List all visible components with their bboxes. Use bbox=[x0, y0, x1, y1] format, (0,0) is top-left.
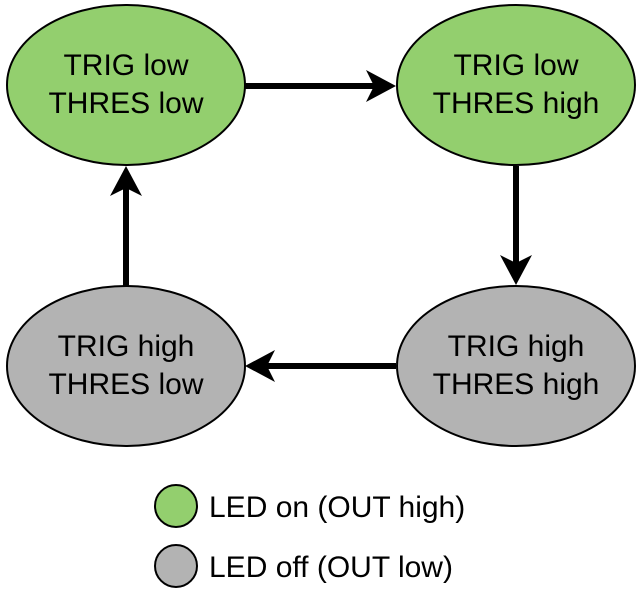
transitions bbox=[110, 70, 532, 382]
state-trig-high-thres-low: TRIG high THRES low bbox=[6, 285, 246, 447]
state-node-ellipse bbox=[6, 285, 246, 447]
state-label-line1: TRIG low bbox=[63, 49, 188, 82]
state-label-line1: TRIG high bbox=[448, 330, 585, 363]
state-label-line2: THRES low bbox=[48, 368, 203, 401]
legend-label-led-off: LED off (OUT low) bbox=[209, 551, 453, 584]
state-label-line2: THRES low bbox=[48, 87, 203, 120]
legend-swatch-led-off bbox=[154, 544, 198, 588]
state-trig-high-thres-high: TRIG high THRES high bbox=[396, 285, 636, 447]
arrowhead-right-top bbox=[366, 70, 396, 102]
legend: LED on (OUT high) LED off (OUT low) bbox=[154, 484, 465, 588]
state-node-ellipse bbox=[396, 285, 636, 447]
state-label-line1: TRIG high bbox=[58, 330, 195, 363]
legend-swatch-led-on bbox=[154, 484, 198, 528]
legend-item-led-on: LED on (OUT high) bbox=[154, 484, 465, 528]
legend-item-led-off: LED off (OUT low) bbox=[154, 544, 453, 588]
state-label-line2: THRES high bbox=[433, 368, 600, 401]
arrowhead-left-bottom bbox=[245, 350, 275, 382]
state-label-line2: THRES high bbox=[433, 87, 600, 120]
state-trig-low-thres-low: TRIG low THRES low bbox=[6, 4, 246, 166]
state-trig-low-thres-high: TRIG low THRES high bbox=[396, 4, 636, 166]
arrowhead-up-left bbox=[110, 166, 142, 196]
state-node-ellipse bbox=[396, 4, 636, 166]
state-node-ellipse bbox=[6, 4, 246, 166]
legend-label-led-on: LED on (OUT high) bbox=[209, 491, 465, 524]
state-label-line1: TRIG low bbox=[453, 49, 578, 82]
arrowhead-down-right bbox=[500, 255, 532, 285]
